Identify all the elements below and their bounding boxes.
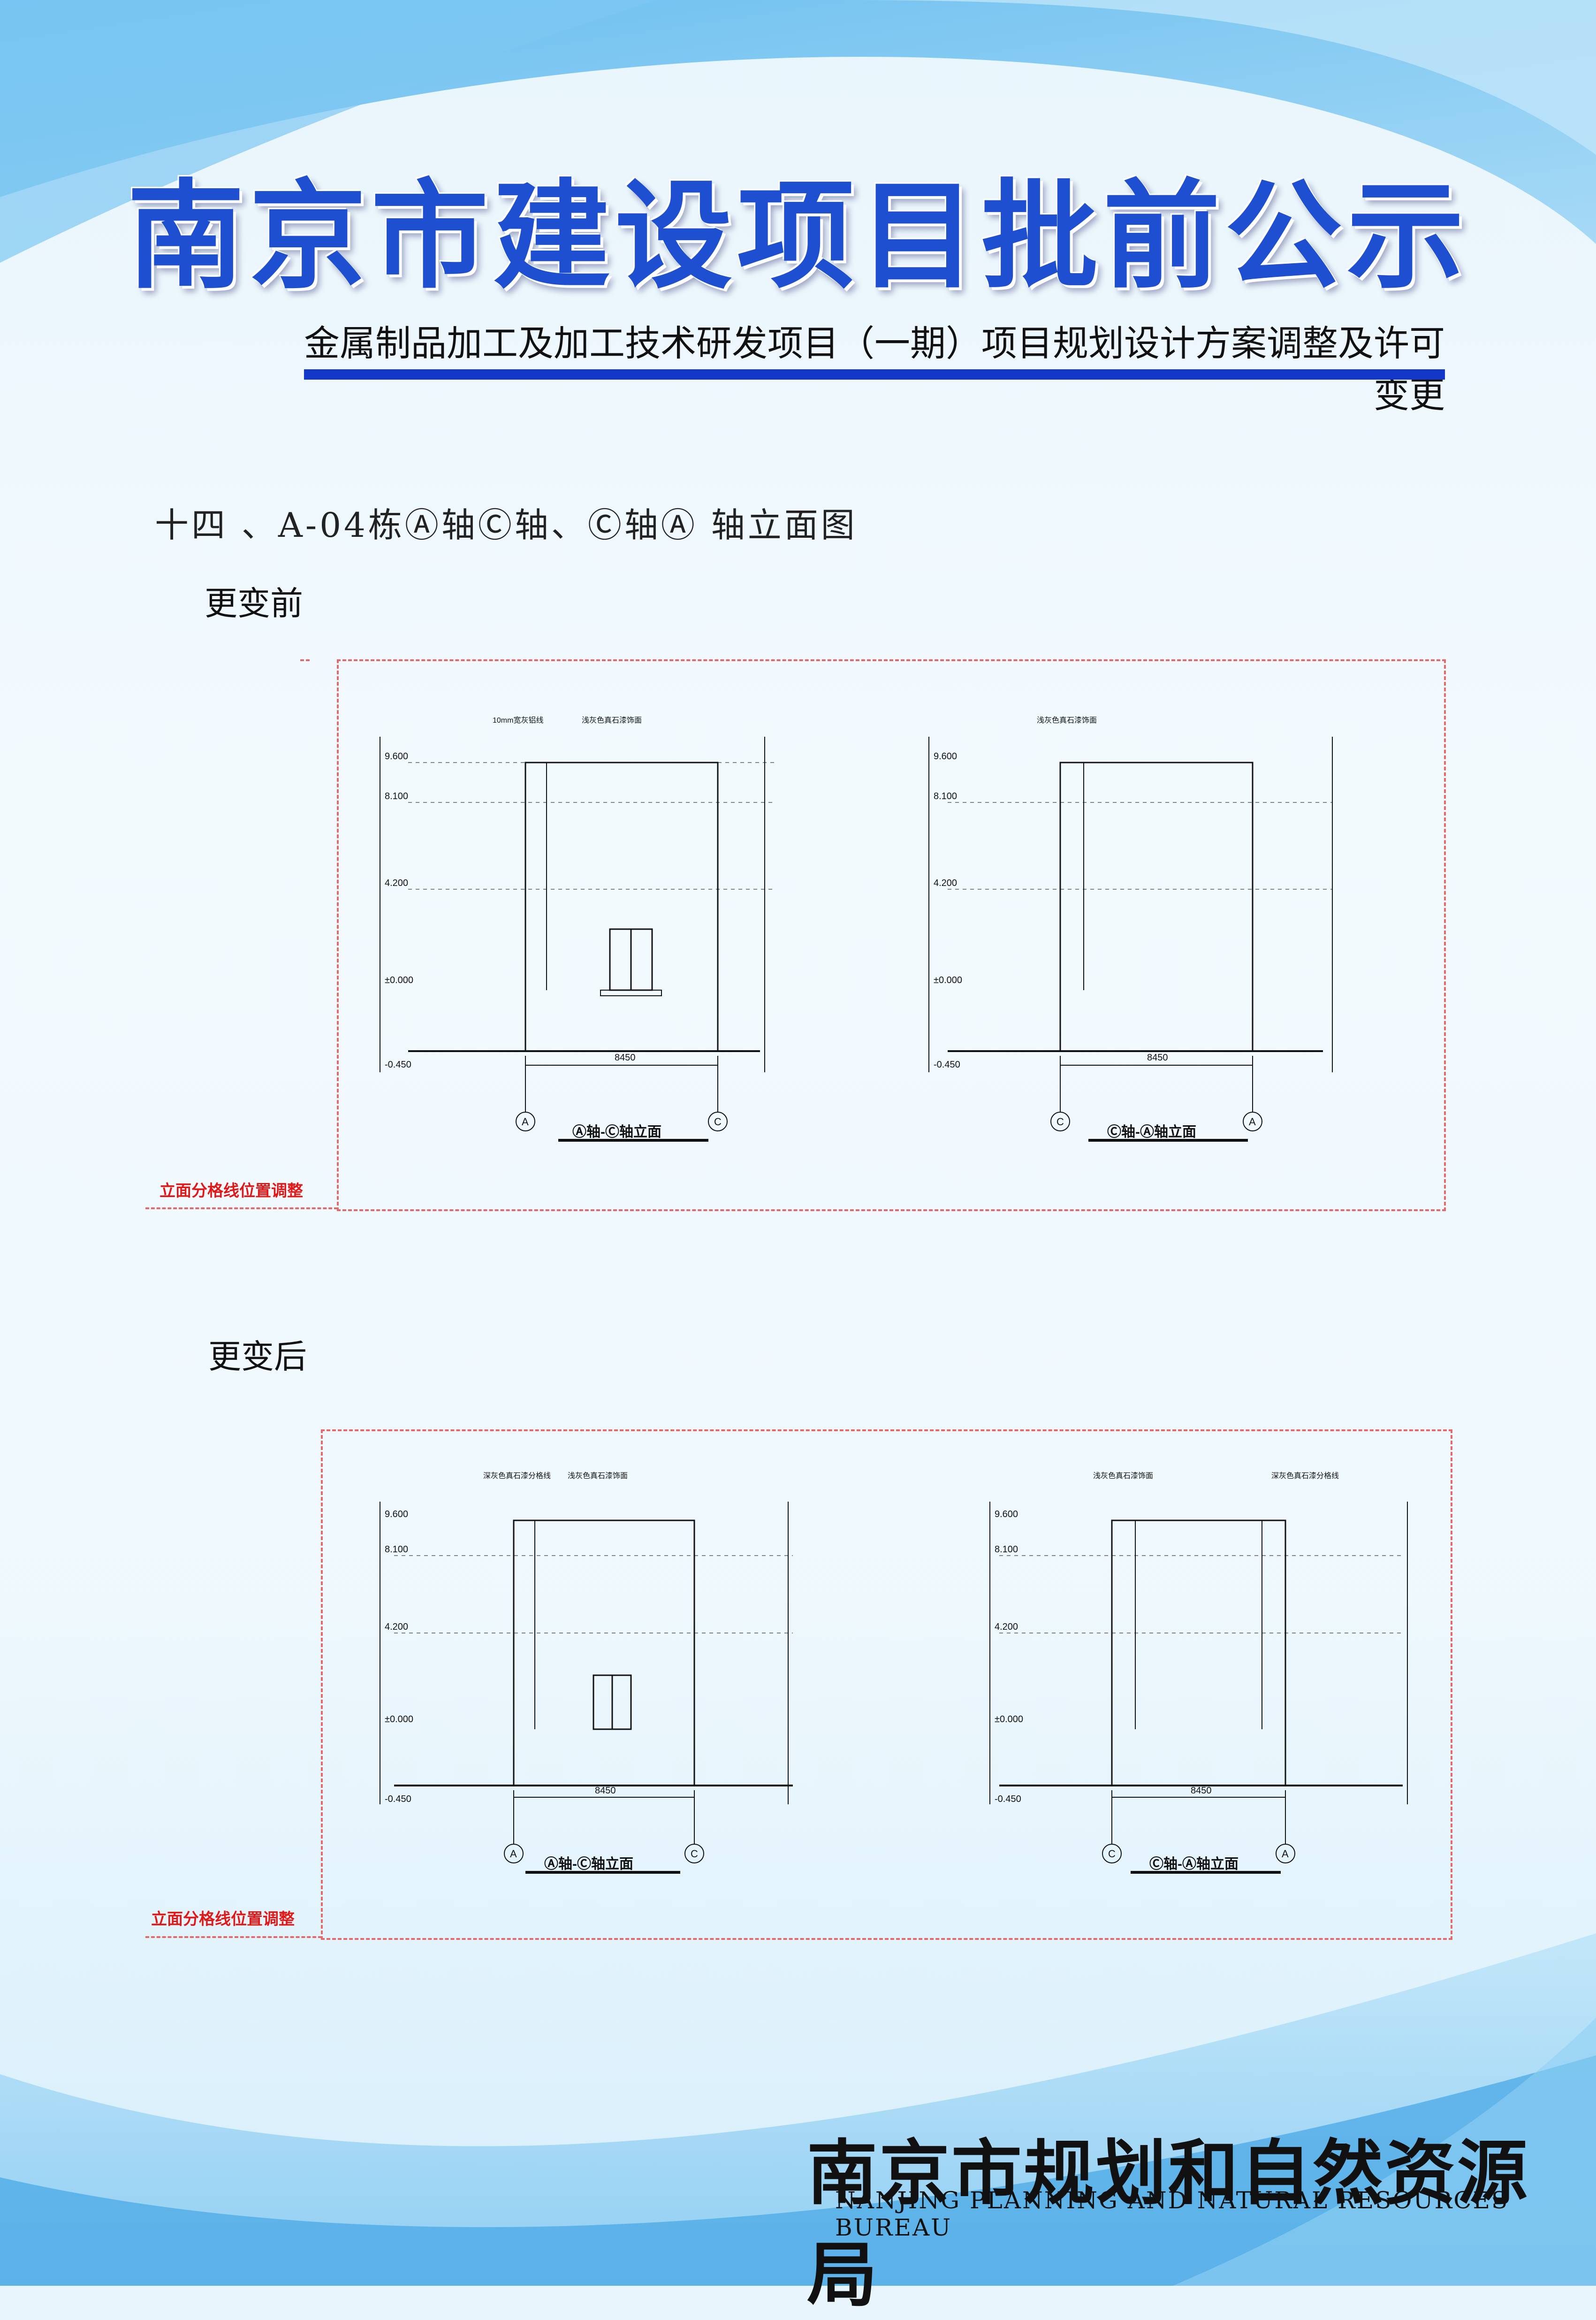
- level-4200-label: 4.200: [995, 1622, 1018, 1632]
- level-8100-label: 8.100: [995, 1544, 1018, 1555]
- axis-c-label: C: [691, 1848, 698, 1860]
- before-adjust-note: 立面分格线位置调整: [160, 1182, 303, 1200]
- level-4200-label: 4.200: [385, 878, 408, 888]
- subtitle-underline: [304, 369, 1445, 380]
- elevation-after-ac: 9.600 8.100 4.200 ±0.000 -0.450 8450 A C…: [380, 1472, 793, 1874]
- level-4200-label: 4.200: [385, 1622, 408, 1632]
- before-label: 更变前: [205, 584, 303, 623]
- level-8100-label: 8.100: [934, 791, 957, 801]
- material-note-a: 10mm宽灰铝线: [493, 716, 543, 725]
- level-9600-label: 9.600: [385, 751, 408, 762]
- axis-a-label: A: [510, 1848, 517, 1860]
- elevation-title: Ⓐ轴-Ⓒ轴立面: [572, 1124, 661, 1140]
- material-note-b: 深灰色真石漆分格线: [483, 1472, 551, 1480]
- level-0000-label: ±0.000: [385, 975, 413, 985]
- span-dim-label: 8450: [615, 1053, 636, 1063]
- level-8100-label: 8.100: [385, 791, 408, 801]
- axis-a-label: A: [522, 1116, 529, 1128]
- page-title: 南京市建设项目批前公示: [127, 167, 1469, 305]
- after-frame-bottomline: [145, 1936, 322, 1938]
- section-title: 十四 、A-04栋Ⓐ轴Ⓒ轴、Ⓒ轴Ⓐ 轴立面图: [155, 505, 858, 545]
- axis-a-label: A: [1282, 1848, 1289, 1860]
- level-9600-label: 9.600: [995, 1509, 1018, 1519]
- material-note-b: 浅灰色真石漆饰面: [1037, 716, 1097, 725]
- level-neg450-label: -0.450: [385, 1060, 411, 1070]
- span-dim-label: 8450: [1191, 1786, 1212, 1796]
- span-dim-label: 8450: [595, 1786, 616, 1796]
- material-note-b: 深灰色真石漆分格线: [1271, 1472, 1339, 1480]
- level-9600-label: 9.600: [385, 1509, 408, 1519]
- axis-a-label: A: [1249, 1116, 1256, 1128]
- before-frame-topline: [300, 659, 310, 661]
- material-note-a: 浅灰色真石漆饰面: [568, 1472, 628, 1480]
- footer-organization-en: NANJING PLANNING AND NATURAL RESOURCES B…: [835, 2187, 1509, 2241]
- elevation-title: Ⓒ轴-Ⓐ轴立面: [1149, 1856, 1239, 1872]
- before-drawing-frame: [337, 659, 1446, 1211]
- level-neg450-label: -0.450: [385, 1794, 411, 1804]
- axis-c-label: C: [714, 1116, 722, 1128]
- after-adjust-note: 立面分格线位置调整: [151, 1910, 295, 1929]
- level-0000-label: ±0.000: [934, 975, 962, 985]
- axis-c-label: C: [1108, 1848, 1116, 1860]
- span-dim-label: 8450: [1147, 1053, 1168, 1063]
- material-note-b: 浅灰色真石漆饰面: [582, 716, 642, 725]
- elevation-title: Ⓒ轴-Ⓐ轴立面: [1107, 1124, 1196, 1140]
- material-note-a: 浅灰色真石漆饰面: [1093, 1472, 1153, 1480]
- level-0000-label: ±0.000: [385, 1714, 413, 1725]
- elevation-title: Ⓐ轴-Ⓒ轴立面: [544, 1856, 633, 1872]
- elevation-after-ca: 9.600 8.100 4.200 ±0.000 -0.450 8450 C A…: [989, 1472, 1408, 1874]
- level-neg450-label: -0.450: [995, 1794, 1021, 1804]
- project-subtitle: 金属制品加工及加工技术研发项目（一期）项目规划设计方案调整及许可变更: [304, 322, 1445, 416]
- level-4200-label: 4.200: [934, 878, 957, 888]
- level-0000-label: ±0.000: [995, 1714, 1023, 1725]
- footer-organization: 南京市规划和自然资源局: [807, 2132, 1530, 2316]
- elevation-before-ca: 9.600 8.100 4.200 ±0.000 -0.450 8450 C A…: [928, 716, 1333, 1142]
- before-frame-bottomline: [145, 1207, 338, 1209]
- level-9600-label: 9.600: [934, 751, 957, 762]
- after-label: 更变后: [208, 1337, 307, 1376]
- after-drawing-frame: [321, 1429, 1452, 1940]
- elevation-before-ac: 9.600 8.100 4.200 ±0.000 -0.450 8450 A C…: [380, 716, 774, 1142]
- level-neg450-label: -0.450: [934, 1060, 960, 1070]
- axis-c-label: C: [1056, 1116, 1064, 1128]
- level-8100-label: 8.100: [385, 1544, 408, 1555]
